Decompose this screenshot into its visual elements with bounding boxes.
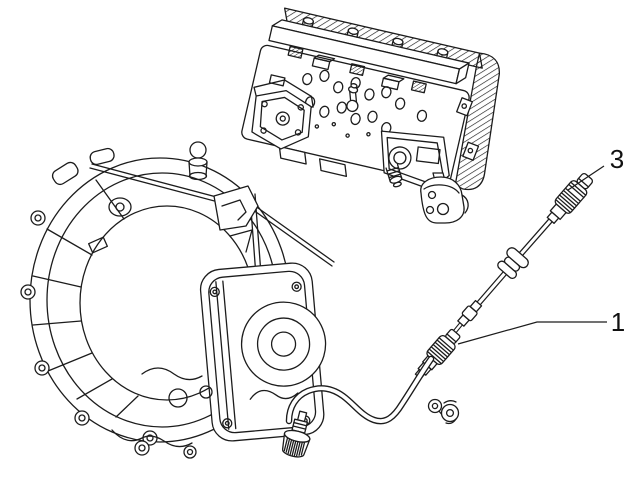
instrument-mounting-bracket-illustration: [420, 172, 469, 224]
cluster-top-rail: [268, 19, 470, 85]
bell-housing-ribs: [32, 179, 139, 418]
callout-3-leader-line: [567, 165, 605, 191]
gearbox-bell-housing-illustration: [20, 141, 335, 459]
callout-3-label: 3: [610, 144, 624, 174]
callout-1-leader-line: [457, 321, 607, 345]
side-mounting-tabs: [456, 97, 480, 161]
center-stud: [346, 83, 359, 113]
cable-grommet: [497, 247, 529, 280]
speedo-cable-lower-illustration: [281, 355, 435, 458]
gearbox-end-case: [199, 262, 327, 442]
instrument-cluster-illustration: [241, 7, 500, 191]
breather-plug: [188, 141, 208, 181]
cable-stub: [385, 163, 403, 188]
rail-bolts: [301, 17, 449, 59]
callout-1-label: 1: [611, 307, 625, 337]
mounting-lugs: [20, 210, 158, 446]
callout-3: 3: [567, 144, 624, 191]
speedometer-drive-end: [281, 410, 311, 458]
speedometer-housing: [251, 79, 314, 150]
cable-retaining-clip-illustration: [427, 398, 460, 425]
callout-1: 1: [457, 307, 625, 345]
face-slots: [268, 54, 405, 91]
speedo-cable-upper-illustration: [414, 172, 594, 380]
linkage-rods: [89, 163, 335, 331]
upper-knurled-connector: [546, 172, 594, 224]
cable-ferrule: [457, 299, 483, 327]
